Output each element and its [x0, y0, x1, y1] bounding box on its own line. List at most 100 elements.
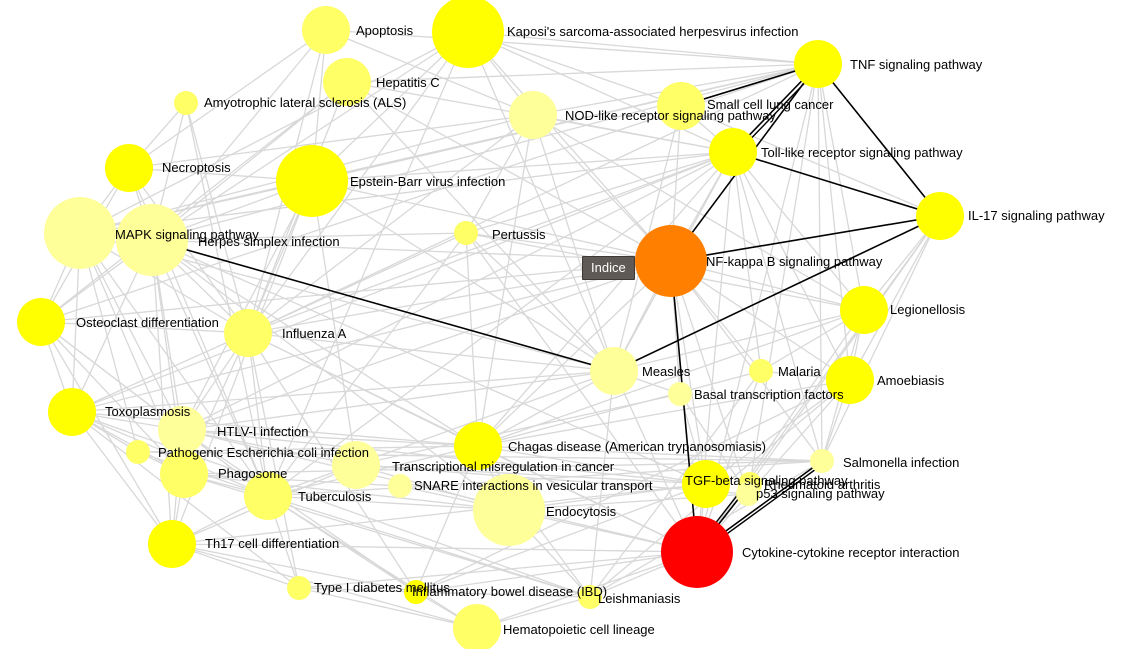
node-label-salmon: Salmonella infection	[843, 455, 959, 470]
edge-flu-tb	[247, 332, 269, 497]
edge-amoeb-chagas	[477, 379, 851, 447]
node-label-amoeb: Amoebiasis	[877, 373, 945, 388]
node-apoptosis[interactable]: Apoptosis	[302, 6, 350, 54]
node-label-il17: IL-17 signaling pathway	[968, 208, 1105, 223]
node-p53[interactable]: p53 signaling pathway	[736, 482, 760, 506]
node-hepc[interactable]: Hepatitis C	[323, 58, 371, 106]
edge-toxo-leish	[71, 411, 591, 598]
edge-mapk-tgfb	[151, 239, 707, 485]
node-label-flu: Influenza A	[282, 326, 347, 341]
node-osteo[interactable]: Osteoclast differentiation	[17, 298, 65, 346]
node-ebv[interactable]: Epstein-Barr virus infection	[276, 145, 348, 217]
node-kshv[interactable]: Kaposi's sarcoma-associated herpesvirus …	[432, 0, 504, 68]
node-mapk[interactable]: MAPK signaling pathway	[116, 204, 188, 276]
edge-legion-measles	[613, 309, 865, 372]
node-label-toll: Toll-like receptor signaling pathway	[761, 145, 963, 160]
edge-necro-nod	[128, 114, 534, 169]
edge-th17-cytokine	[171, 543, 698, 553]
edge-cytokine-t1d	[298, 551, 698, 589]
node-label-malaria: Malaria	[778, 364, 821, 379]
node-necro[interactable]: Necroptosis	[105, 144, 153, 192]
node-tb[interactable]: Tuberculosis	[244, 472, 292, 520]
node-tnf[interactable]: TNF signaling pathway	[794, 40, 842, 88]
edge-flu-ibd	[247, 332, 417, 593]
node-sclc[interactable]: Small cell lung cancer	[657, 82, 705, 130]
node-malaria[interactable]: Malaria	[749, 359, 773, 383]
edge-ebv-htlv	[181, 180, 313, 431]
node-btf[interactable]: Basal transcription factors	[668, 382, 692, 406]
node-cytokine[interactable]: Cytokine-cytokine receptor interaction	[661, 516, 733, 588]
edge-toll-salmon	[732, 151, 823, 462]
node-il17[interactable]: IL-17 signaling pathway	[916, 192, 964, 240]
node-ibd[interactable]: Inflammatory bowel disease (IBD)	[404, 580, 428, 604]
node-chagas[interactable]: Chagas disease (American trypanosomiasis…	[454, 422, 502, 470]
node-htlv[interactable]: HTLV-I infection	[158, 406, 206, 454]
node-toxo[interactable]: Toxoplasmosis	[48, 388, 96, 436]
edge-nfkb-chagas	[477, 260, 672, 447]
edge-il17-salmon	[821, 215, 941, 462]
node-t1d[interactable]: Type I diabetes mellitus	[287, 576, 311, 600]
edge-nfkb-p53	[670, 260, 749, 495]
node-als[interactable]: Amyotrophic lateral sclerosis (ALS)	[174, 91, 198, 115]
node-layer: Apoptosis Kaposi's sarcoma-associated her…	[17, 0, 964, 649]
edge-toll-hsv	[79, 151, 734, 234]
node-amoeb[interactable]: Amoebiasis	[826, 356, 874, 404]
edge-tnf-flu	[247, 63, 819, 334]
edge-malaria-chagas	[477, 370, 762, 447]
node-label-tnf: TNF signaling pathway	[850, 57, 983, 72]
edge-hsv-htlv	[79, 232, 183, 431]
edge-toll-htlv	[181, 151, 734, 431]
node-pert[interactable]: Pertussis	[454, 221, 478, 245]
node-leish[interactable]: Leishmaniasis	[578, 585, 602, 609]
node-label-tb: Tuberculosis	[298, 489, 372, 504]
node-label-cytokine: Cytokine-cytokine receptor interaction	[742, 545, 960, 560]
edge-ebv-measles	[311, 180, 615, 372]
node-label-chagas: Chagas disease (American trypanosomiasis…	[508, 439, 766, 454]
edge-toll-amoeb	[732, 151, 851, 381]
edge-toxo-th17	[71, 411, 173, 545]
node-nfkb[interactable]: NF-kappa B signaling pathway	[635, 225, 707, 297]
node-phago[interactable]: Phagosome	[160, 450, 208, 498]
node-label-nfkb: NF-kappa B signaling pathway	[706, 254, 883, 269]
node-pecoli[interactable]: Pathogenic Escherichia coli infection	[126, 440, 150, 464]
edge-ibd-leish	[415, 591, 591, 598]
node-th17[interactable]: Th17 cell differentiation	[148, 520, 196, 568]
node-label-measles: Measles	[642, 364, 691, 379]
edge-pert-measles	[465, 232, 615, 372]
node-nod[interactable]: NOD-like receptor signaling pathway	[509, 91, 557, 139]
edge-chagas-ibd	[415, 445, 479, 593]
node-salmon[interactable]: Salmonella infection	[810, 449, 834, 473]
node-tgfb[interactable]: TGF-beta signaling pathway	[682, 460, 730, 508]
edge-ebv-toll	[311, 151, 734, 182]
highlight-edge-mapk-measles	[151, 239, 615, 372]
edge-nfkb-salmon	[670, 260, 823, 462]
node-label-ebv: Epstein-Barr virus infection	[350, 174, 505, 189]
edge-chagas-salmon	[477, 445, 823, 462]
edge-mapk-pert	[151, 232, 467, 241]
node-measles[interactable]: Measles	[590, 347, 638, 395]
edge-als-flu	[185, 102, 249, 334]
node-label-tmc: Transcriptional misregulation in cancer	[392, 459, 615, 474]
node-toll[interactable]: Toll-like receptor signaling pathway	[709, 128, 757, 176]
node-hema[interactable]: Hematopoietic cell lineage	[453, 604, 501, 649]
node-snare[interactable]: SNARE interactions in vesicular transpor…	[388, 474, 412, 498]
edge-t1d-ibd	[298, 587, 417, 593]
node-label-endo: Endocytosis	[546, 504, 617, 519]
edge-kshv-tb	[267, 31, 469, 497]
edge-tgfb-th17	[171, 483, 707, 545]
edge-t1d-hema	[298, 587, 478, 629]
edge-nfkb-htlv	[181, 260, 672, 431]
node-endo[interactable]: Endocytosis	[473, 474, 545, 546]
edge-toll-flu	[247, 151, 734, 334]
node-hsv[interactable]: Herpes simplex infection	[44, 197, 116, 269]
node-label-sclc: Small cell lung cancer	[707, 97, 834, 112]
edge-measles-htlv	[181, 370, 615, 431]
node-flu[interactable]: Influenza A	[224, 309, 272, 357]
node-tmc[interactable]: Transcriptional misregulation in cancer	[332, 441, 380, 489]
node-legion[interactable]: Legionellosis	[840, 286, 888, 334]
edge-flu-measles	[247, 332, 615, 372]
node-label-nod: NOD-like receptor signaling pathway	[565, 108, 776, 123]
highlight-edge-il17-measles	[613, 215, 941, 372]
edge-hepc-measles	[346, 81, 615, 372]
